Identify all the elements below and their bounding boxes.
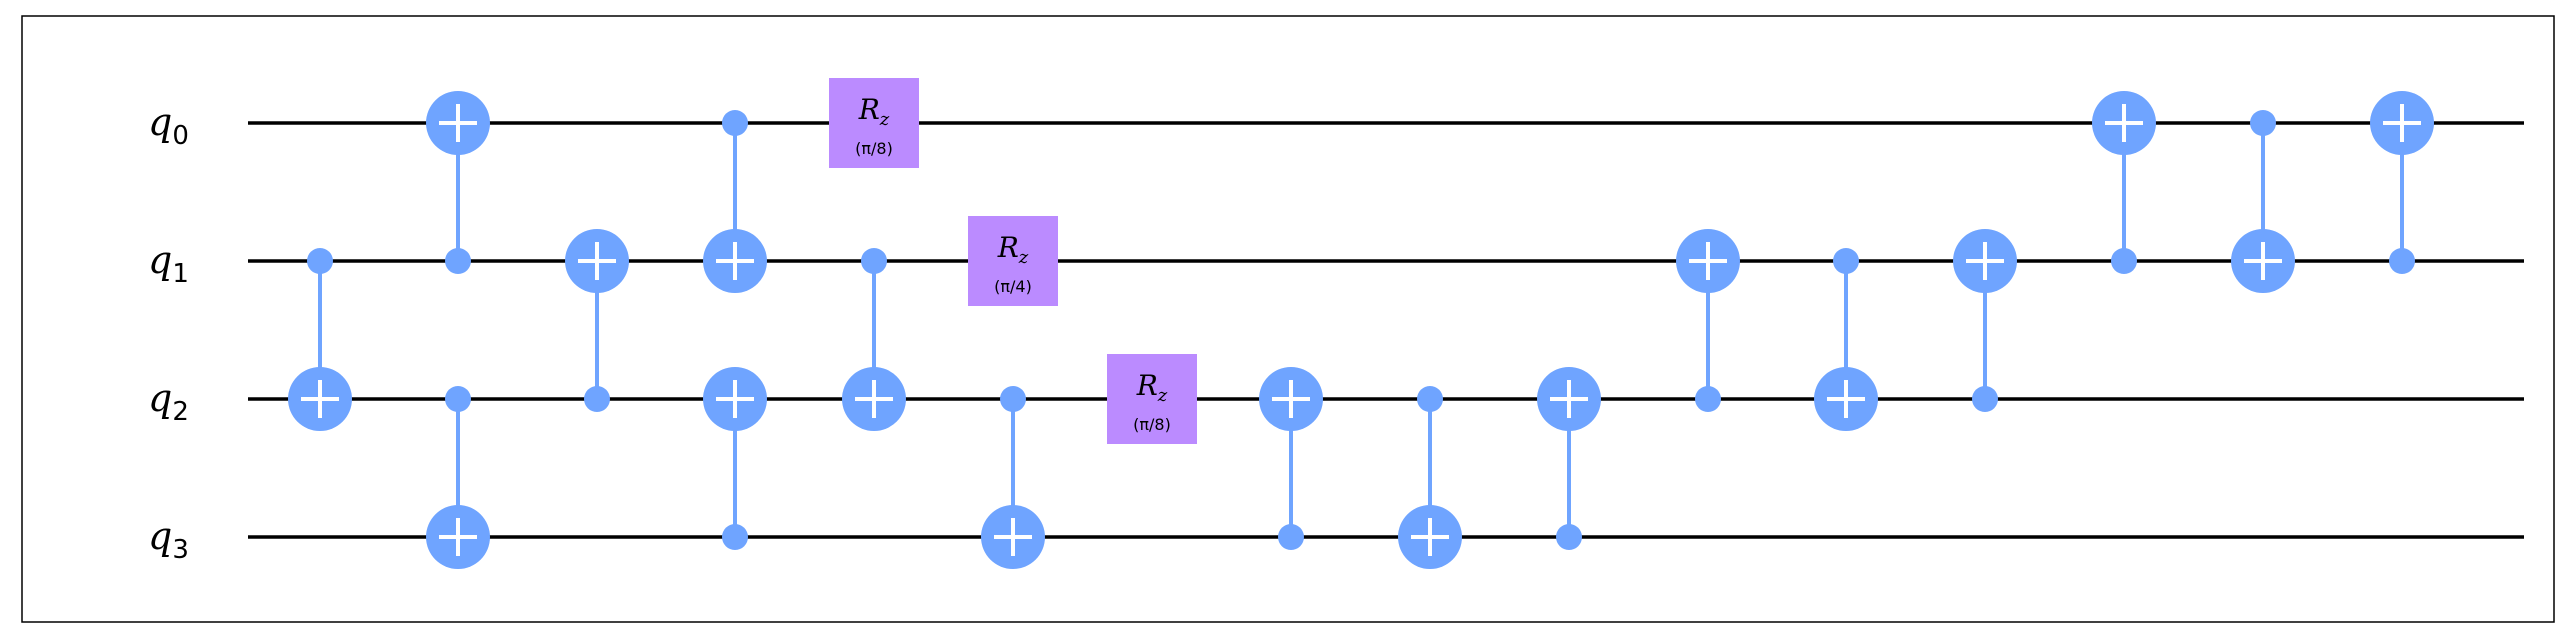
target-xor-icon bbox=[2370, 91, 2434, 155]
rz-gate-symbol: Rz bbox=[858, 93, 890, 130]
control-dot bbox=[722, 524, 748, 550]
rz-gate-symbol: Rz bbox=[997, 231, 1029, 268]
rz-gate-param: (π/8) bbox=[855, 139, 893, 158]
cnot-gate bbox=[426, 386, 490, 569]
gates: Rz (π/8) Rz (π/4) Rz (π/8) bbox=[288, 78, 2434, 569]
control-dot bbox=[1278, 524, 1304, 550]
rz-gate-param: (π/8) bbox=[1133, 415, 1171, 434]
target-xor-icon bbox=[288, 367, 352, 431]
cnot-gate bbox=[2092, 91, 2156, 274]
rz-gate-param: (π/4) bbox=[994, 277, 1032, 296]
cnot-gate bbox=[288, 248, 352, 431]
cnot-gate bbox=[703, 110, 767, 293]
target-xor-icon bbox=[426, 505, 490, 569]
cnot-gate bbox=[2231, 110, 2295, 293]
qubit-label-0: q0 bbox=[148, 100, 189, 151]
diagram-frame bbox=[21, 15, 2555, 623]
target-xor-icon bbox=[2231, 229, 2295, 293]
control-dot bbox=[445, 248, 471, 274]
target-xor-icon bbox=[703, 367, 767, 431]
control-dot bbox=[445, 386, 471, 412]
target-xor-icon bbox=[565, 229, 629, 293]
control-dot bbox=[861, 248, 887, 274]
cnot-gate bbox=[1676, 229, 1740, 412]
control-dot bbox=[1695, 386, 1721, 412]
qubit-wires bbox=[248, 121, 2524, 539]
qubit-label-2: q2 bbox=[148, 376, 189, 427]
rz-gate-box bbox=[1107, 354, 1197, 444]
target-xor-icon bbox=[1537, 367, 1601, 431]
qubit-label-3: q3 bbox=[148, 514, 189, 565]
target-xor-icon bbox=[981, 505, 1045, 569]
target-xor-icon bbox=[1259, 367, 1323, 431]
target-xor-icon bbox=[1398, 505, 1462, 569]
control-dot bbox=[1972, 386, 1998, 412]
control-dot bbox=[2250, 110, 2276, 136]
control-dot bbox=[584, 386, 610, 412]
rz-gate: Rz (π/8) bbox=[1107, 354, 1197, 444]
control-dot bbox=[2389, 248, 2415, 274]
rz-gate-box bbox=[968, 216, 1058, 306]
target-xor-icon bbox=[703, 229, 767, 293]
cnot-gate bbox=[703, 367, 767, 550]
cnot-gate bbox=[1259, 367, 1323, 550]
control-dot bbox=[2111, 248, 2137, 274]
rz-gate-box bbox=[829, 78, 919, 168]
control-dot bbox=[722, 110, 748, 136]
rz-gate: Rz (π/8) bbox=[829, 78, 919, 168]
cnot-gate bbox=[842, 248, 906, 431]
target-xor-icon bbox=[1676, 229, 1740, 293]
cnot-gate bbox=[426, 91, 490, 274]
control-dot bbox=[1833, 248, 1859, 274]
control-dot bbox=[1000, 386, 1026, 412]
qubit-label-1: q1 bbox=[148, 238, 189, 289]
target-xor-icon bbox=[2092, 91, 2156, 155]
control-dot bbox=[307, 248, 333, 274]
control-dot bbox=[1417, 386, 1443, 412]
cnot-gate bbox=[981, 386, 1045, 569]
target-xor-icon bbox=[426, 91, 490, 155]
cnot-gate bbox=[1398, 386, 1462, 569]
cnot-gate bbox=[2370, 91, 2434, 274]
cnot-gate bbox=[1814, 248, 1878, 431]
cnot-gate bbox=[565, 229, 629, 412]
rz-gate-symbol: Rz bbox=[1136, 369, 1168, 406]
control-dot bbox=[1556, 524, 1582, 550]
cnot-gate bbox=[1537, 367, 1601, 550]
qubit-labels: q0 q1 q2 q3 bbox=[148, 100, 189, 565]
target-xor-icon bbox=[1814, 367, 1878, 431]
target-xor-icon bbox=[842, 367, 906, 431]
cnot-gate bbox=[1953, 229, 2017, 412]
target-xor-icon bbox=[1953, 229, 2017, 293]
rz-gate: Rz (π/4) bbox=[968, 216, 1058, 306]
